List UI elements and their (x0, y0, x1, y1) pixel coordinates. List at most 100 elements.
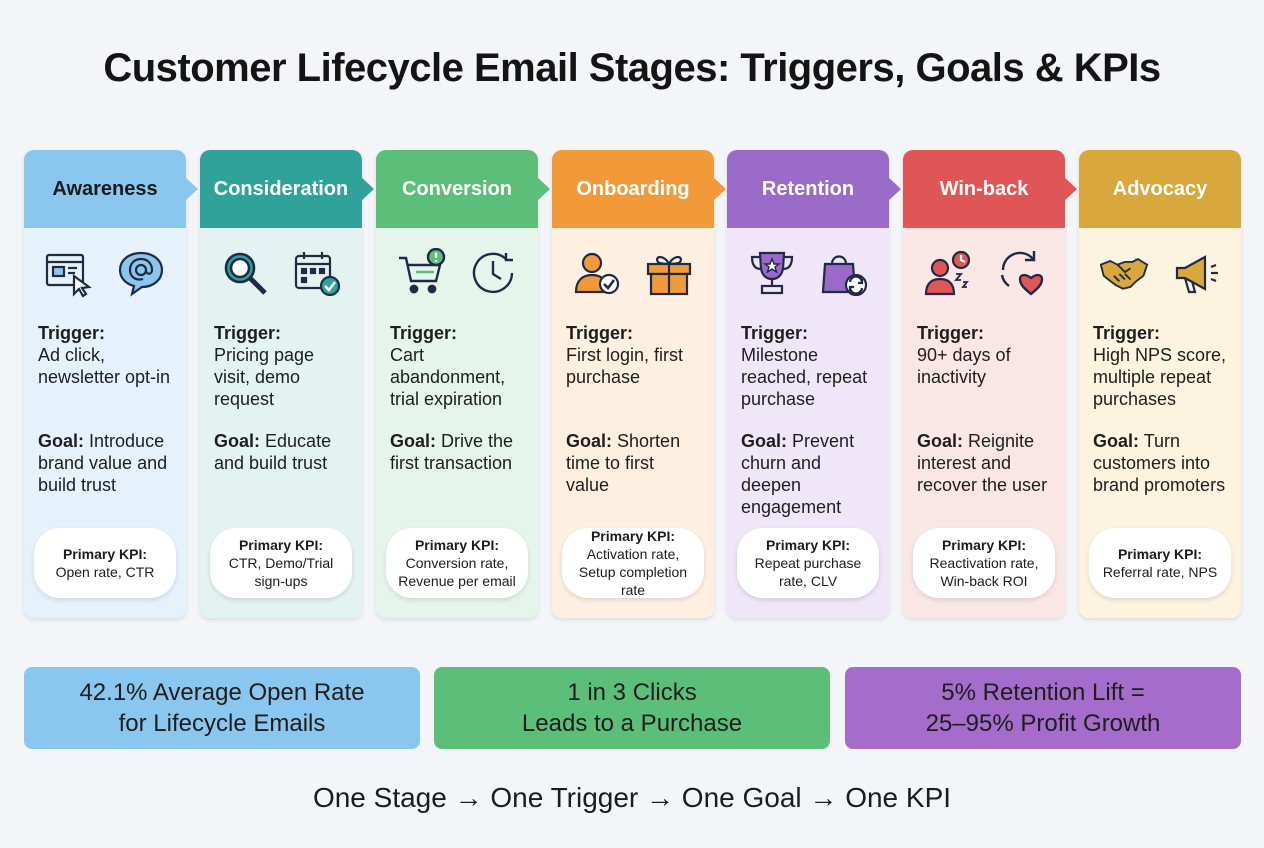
goal-text: Shorten time to first value (566, 431, 681, 495)
goal-text: Turn customers into brand promoters (1093, 431, 1226, 495)
stage-trigger: Trigger:Milestone reached, repeat purcha… (727, 322, 889, 430)
goal-label: Goal: (390, 431, 437, 451)
trigger-label: Trigger: (917, 323, 985, 343)
stat-line-1: 5% Retention Lift = (941, 679, 1145, 706)
primary-kpi-pill: Primary KPI: Repeat purchase rate, CLV (737, 528, 879, 598)
kpi-label: Primary KPI: (590, 528, 676, 544)
primary-kpi-pill: Primary KPI:Conversion rate, Revenue per… (386, 528, 528, 598)
stage-arrow-icon (536, 176, 550, 202)
stage-trigger: Trigger:Ad click, newsletter opt-in (24, 322, 186, 430)
sleeping-user-icon (923, 248, 973, 303)
stat-line-2: 25–95% Profit Growth (925, 710, 1161, 737)
goal-text: Reignite interest and recover the user (917, 431, 1048, 495)
stat-line-1: 1 in 3 Clicks (567, 679, 697, 706)
stage-arrow-icon (184, 176, 198, 202)
cart-alert-icon (396, 247, 446, 303)
goal-text: Drive the first transaction (390, 431, 514, 473)
goal-text: Educate and build trust (214, 431, 332, 473)
kpi-value: CTR, Demo/Trial sign-ups (228, 555, 334, 589)
kpi-label: Primary KPI: (238, 537, 324, 553)
goal-label: Goal: (917, 431, 964, 451)
trigger-text: 90+ days of inactivity (917, 345, 1011, 387)
kpi-value: Activation rate, Setup completion rate (578, 546, 688, 598)
goal-label: Goal: (1093, 431, 1140, 451)
primary-kpi-pill: Primary KPI: Activation rate, Setup compl… (562, 528, 704, 598)
stat-line-2: for Lifecycle Emails (118, 710, 326, 737)
trigger-text: High NPS score, multiple repeat purchase… (1093, 345, 1227, 409)
primary-kpi-pill: Primary KPI:Reactivation rate, Win-back … (913, 528, 1055, 598)
stage-name: Retention (727, 150, 889, 228)
stat-box: 42.1% Average Open Rate for Lifecycle Ema… (24, 667, 420, 749)
goal-label: Goal: (38, 431, 85, 451)
stage-goal: Goal: Drive the first transaction (376, 430, 538, 474)
kpi-label: Primary KPI: (414, 537, 500, 553)
heart-refresh-icon (995, 248, 1045, 303)
bag-repeat-icon (819, 248, 869, 303)
trigger-label: Trigger: (741, 323, 809, 343)
trigger-label: Trigger: (214, 323, 282, 343)
trigger-label: Trigger: (1093, 323, 1161, 343)
trigger-text: Pricing page visit, demo request (214, 345, 315, 409)
stage-name: Advocacy (1079, 150, 1241, 228)
trigger-label: Trigger: (566, 323, 634, 343)
kpi-label: Primary KPI: (1117, 546, 1203, 562)
kpi-label: Primary KPI: (62, 546, 148, 562)
clock-icon (468, 248, 518, 303)
goal-label: Goal: (566, 431, 613, 451)
stage-goal: Goal: Prevent churn and deepen engagemen… (727, 430, 889, 518)
trigger-text: Ad click, newsletter opt-in (38, 345, 171, 387)
stage-trigger: Trigger:90+ days of inactivity (903, 322, 1065, 430)
stage-icons (376, 228, 538, 322)
stage-icons (903, 228, 1065, 322)
stage-trigger: Trigger:First login, first purchase (552, 322, 714, 430)
stage-name: Consideration (200, 150, 362, 228)
kpi-value: Repeat purchase rate, CLV (754, 555, 862, 589)
stage-name: Conversion (376, 150, 538, 228)
stage-arrow-icon (360, 176, 374, 202)
goal-text: Prevent churn and deepen engagement (741, 431, 855, 517)
kpi-value: Reactivation rate, Win-back ROI (929, 555, 1039, 589)
stat-box: 5% Retention Lift = 25–95% Profit Growth (845, 667, 1241, 749)
stage-trigger: Trigger:High NPS score, multiple repeat … (1079, 322, 1241, 430)
stage-icons (1079, 228, 1241, 322)
stage-name: Onboarding (552, 150, 714, 228)
trigger-label: Trigger: (38, 323, 106, 343)
goal-label: Goal: (214, 431, 261, 451)
page-title: Customer Lifecycle Email Stages: Trigger… (103, 46, 1161, 90)
stat-line-1: 42.1% Average Open Rate (79, 679, 365, 706)
trophy-icon (747, 248, 797, 303)
goal-label: Goal: (741, 431, 788, 451)
trigger-text: Milestone reached, repeat purchase (741, 345, 868, 409)
stage-icons (200, 228, 362, 322)
stat-line-2: Leads to a Purchase (521, 710, 743, 737)
magnifier-icon (220, 248, 270, 303)
calendar-check-icon (292, 248, 342, 303)
stage-arrow-icon (712, 176, 726, 202)
footer-formula: One Stage → One Trigger → One Goal → One… (312, 782, 952, 813)
stage-icons (727, 228, 889, 322)
trigger-text: First login, first purchase (566, 345, 684, 387)
kpi-label: Primary KPI: (765, 537, 851, 553)
stage-goal: Goal: Educate and build trust (200, 430, 362, 474)
stage-icons (24, 228, 186, 322)
goal-text: Introduce brand value and build trust (38, 431, 168, 495)
stage-goal: Goal: Turn customers into brand promoter… (1079, 430, 1241, 496)
handshake-icon (1099, 248, 1149, 303)
kpi-value: Open rate, CTR (55, 564, 155, 580)
stage-name: Win-back (903, 150, 1065, 228)
megaphone-icon (1171, 248, 1221, 303)
stage-goal: Goal: Shorten time to first value (552, 430, 714, 496)
user-check-icon (572, 248, 622, 303)
trigger-label: Trigger: (390, 323, 458, 343)
gift-icon (644, 248, 694, 303)
primary-kpi-pill: Primary KPI: CTR, Demo/Trial sign-ups (210, 528, 352, 598)
stage-arrow-icon (887, 176, 901, 202)
